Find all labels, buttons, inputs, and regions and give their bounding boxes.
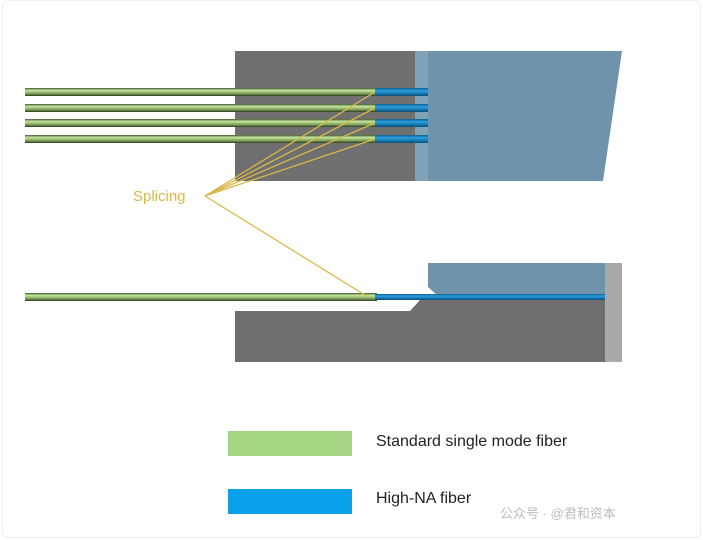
bottom-single-block (25, 263, 622, 362)
legend-swatch-standard-fiber (228, 431, 352, 456)
top-array-block (235, 51, 622, 181)
splicing-callout-lines (204, 91, 376, 298)
legend-label-high-na-fiber: High-NA fiber (376, 490, 472, 507)
legend-swatch-high-na-fiber (228, 489, 352, 514)
legend-label-standard-fiber: Standard single mode fiber (376, 433, 568, 450)
top-fibers (25, 88, 428, 143)
splicing-label: Splicing (133, 188, 186, 205)
watermark: 公众号 · @君和资本 (500, 506, 616, 521)
